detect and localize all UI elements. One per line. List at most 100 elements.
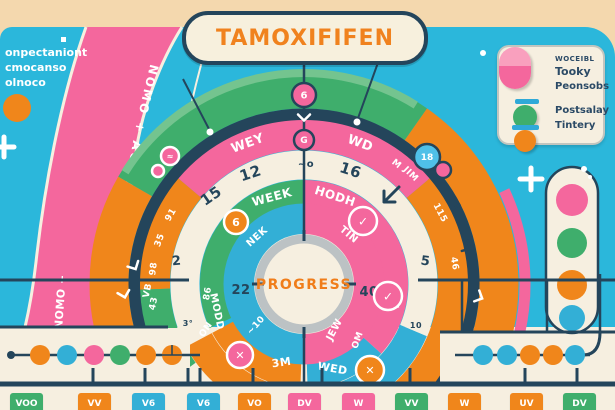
ring-segment [303,180,409,354]
chart-label-tilde: ~o [298,159,314,170]
badge [225,340,255,370]
decor-dot [588,175,592,179]
badge [222,208,250,236]
decor-orange-dot [3,94,31,122]
ring-segment [386,178,468,384]
badge-glyph: 6 [232,216,240,229]
timeline-bead[interactable] [57,345,77,365]
chart-label-n16: 16 [337,158,363,182]
chevron-icon [126,259,140,271]
chart-label-n10: 10 [410,321,422,330]
divider [512,125,539,130]
chart-label-m3: 3M [271,355,292,371]
legend-row: Peonsobs [555,81,610,92]
center-circle [254,234,354,334]
orange-pill-icon[interactable] [514,130,536,152]
leader-dot [206,128,214,136]
chart-label-n35: 35 [153,232,167,248]
ring-segment [199,180,305,328]
badge [354,354,386,384]
plus-icon [0,134,17,160]
grid-lines [0,274,615,387]
badge-glyph: ✓ [383,289,393,303]
ring-segment [212,321,302,384]
legend-row: Postsalay [555,105,610,116]
note-line: olnoco [5,76,46,89]
decor-square [61,37,66,42]
badge-glyph: ✕ [235,349,244,362]
badge [412,142,442,172]
pill-column-dot[interactable] [556,184,588,216]
timeline-bead[interactable] [473,345,493,365]
badge [347,205,379,237]
timeline-bead[interactable] [497,345,517,365]
chart-label-n46: 46 [448,256,460,271]
timeline-bead[interactable] [543,345,563,365]
pill-column-dot[interactable] [559,305,585,331]
ring-segment [140,178,202,290]
top-left-note: onpectaniont cmocanso olnoco [5,45,87,90]
title-banner: TAMOXIFIFEN [182,11,428,65]
ring-segment [303,150,438,337]
timeline-bead[interactable] [84,345,104,365]
chevron-icon [472,289,484,303]
badge-glyph: G [300,136,307,146]
chevron-icon [460,239,472,253]
chart-label-nomo: NOMO + [52,274,69,330]
chart-label-wed: WED [317,360,349,378]
legend-row: Tintery [555,120,596,131]
ring-segment [89,176,153,344]
pill-column-dot[interactable] [557,228,587,258]
page-title: TAMOXIFIFEN [216,25,394,51]
center-crosshair [252,230,356,338]
leader-lines [182,56,381,132]
chevron-icon [116,288,131,300]
left-pink-band [0,27,182,384]
plus-icon [517,165,545,193]
chart-label-deg3: 3° [183,319,194,328]
timeline-bead[interactable] [520,345,540,365]
badge-glyph: ✓ [358,214,368,228]
badge-glyph: 18 [421,153,434,163]
chart-label-n5: 5 [420,253,432,269]
legend-row: Tooky [555,65,591,78]
badge-glyph: ≈ [167,152,174,161]
badge [290,81,318,109]
arrow-down-left-icon [382,185,401,204]
chart-label-n22: 22 [231,283,250,298]
pink-capsule-icon[interactable] [499,47,531,89]
legend-header: WOCEIBL [555,55,595,63]
pill-column-dot[interactable] [557,270,587,300]
badge [292,128,316,152]
timeline-bead[interactable] [30,345,50,365]
divider [515,99,539,104]
note-line: cmocanso [5,61,67,74]
chart-label-vb: VB [142,282,155,299]
timeline-bead[interactable] [565,345,585,365]
ring-segment [473,188,531,384]
badge-glyph: ✕ [365,364,374,377]
badge [159,145,181,167]
ring-segment [306,337,382,384]
chart-label-n2: 2 [171,254,182,270]
badge-glyph: 6 [301,91,308,102]
note-line: onpectaniont [5,46,88,59]
chevron-icon [450,196,462,211]
badge [372,280,404,312]
chart-label-progress: PROGRESS [256,277,352,293]
chart-label-n98: 98 [148,261,160,276]
ring-segment [303,203,385,365]
timeline-bead[interactable] [136,345,156,365]
ring-segment [170,150,305,341]
ring-segment [223,203,305,365]
leader-dot [353,118,361,126]
ring-segment [186,332,301,384]
decor-dot [480,50,486,56]
badge [433,160,453,180]
timeline-end-dot [7,351,15,359]
timeline-bead[interactable] [110,345,130,365]
decor-dot [581,166,587,172]
badge [150,163,166,179]
